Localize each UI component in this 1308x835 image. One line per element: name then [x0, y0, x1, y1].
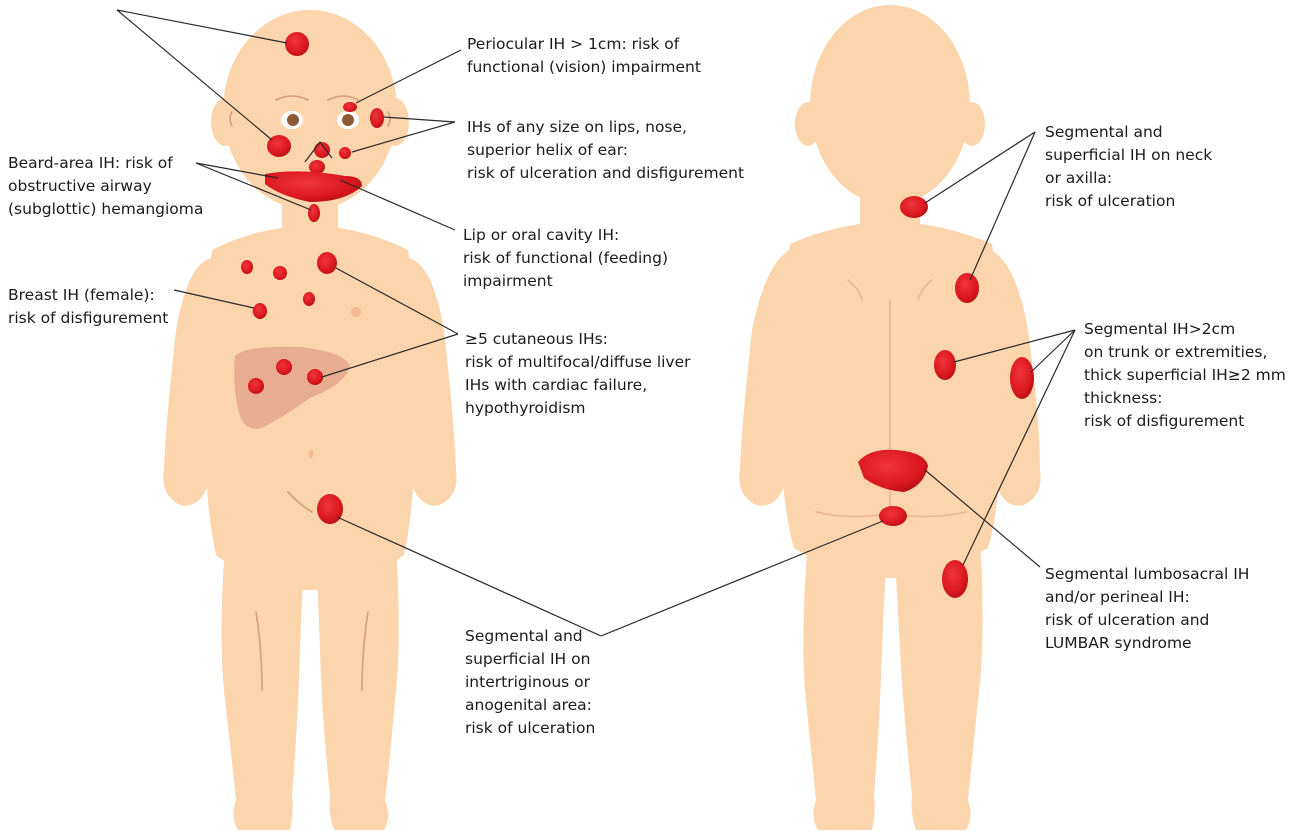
- label-lumbosacral: Segmental lumbosacral IH and/or perineal…: [1045, 563, 1249, 655]
- label-neck-axilla: Segmental and superficial IH on neck or …: [1045, 121, 1212, 213]
- label-segmental-trunk: Segmental IH>2cm on trunk or extremities…: [1084, 318, 1286, 433]
- label-lips-nose-ear: IHs of any size on lips, nose, superior …: [467, 116, 744, 185]
- label-multiple-cutaneous: ≥5 cutaneous IHs: risk of multifocal/dif…: [465, 328, 691, 420]
- label-beard-area: Beard-area IH: risk of obstructive airwa…: [8, 152, 203, 221]
- label-lip-oral-cavity: Lip or oral cavity IH: risk of functiona…: [463, 224, 668, 293]
- front-view-infant: [163, 10, 456, 830]
- label-breast: Breast IH (female): risk of disfiguremen…: [8, 284, 168, 330]
- label-anogenital: Segmental and superficial IH on intertri…: [465, 625, 595, 740]
- label-periocular: Periocular IH > 1cm: risk of functional …: [467, 33, 701, 79]
- back-view-infant: [739, 5, 1040, 830]
